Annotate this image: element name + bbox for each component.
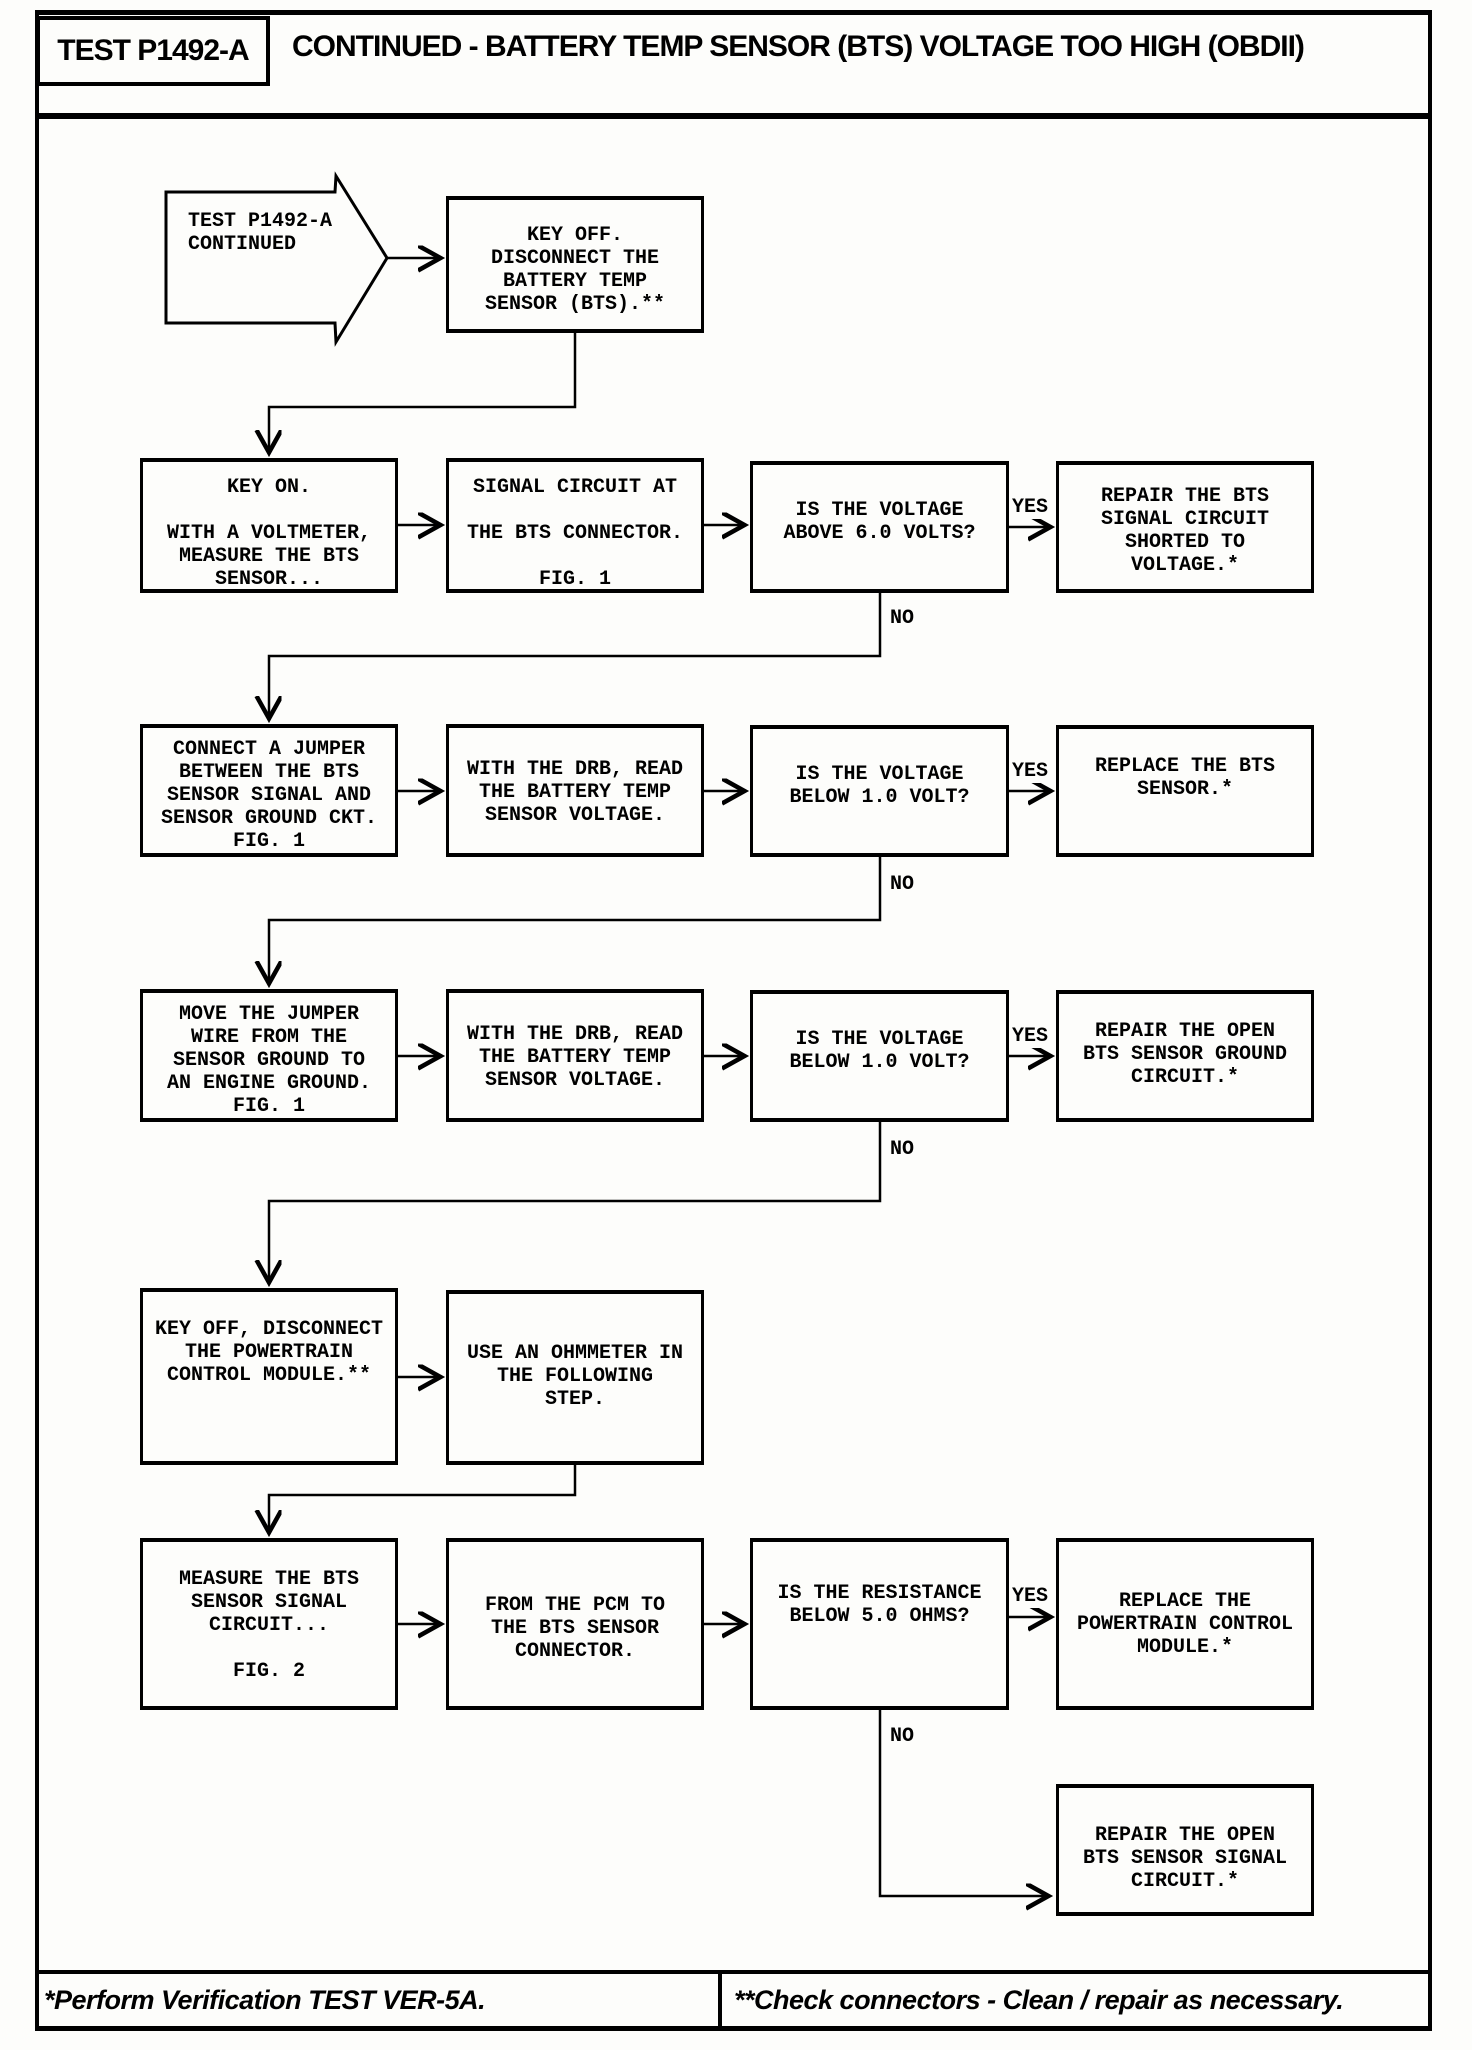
node-move-jumper: MOVE THE JUMPER WIRE FROM THE SENSOR GRO…	[140, 989, 398, 1122]
footer-note-connectors: **Check connectors - Clean / repair as n…	[734, 1984, 1344, 2015]
footer-bottom-line	[35, 2026, 1432, 2031]
node-measure-signal-circuit: MEASURE THE BTS SENSOR SIGNAL CIRCUIT...…	[140, 1538, 398, 1710]
no-label-r6: NO	[888, 1725, 917, 1748]
yes-label-r2: YES	[1010, 496, 1051, 519]
node-use-ohmmeter: USE AN OHMMETER IN THE FOLLOWING STEP.	[446, 1290, 704, 1465]
footer-divider	[718, 1970, 722, 2031]
elbow-r4-no	[269, 1122, 882, 1280]
node-signal-circuit: SIGNAL CIRCUIT AT THE BTS CONNECTOR. FIG…	[446, 458, 704, 593]
frame-top-line	[35, 10, 1432, 15]
test-id-label: TEST P1492-A	[57, 34, 249, 67]
footer-top-line	[35, 1970, 1432, 1974]
elbow-r3-no	[269, 857, 882, 981]
no-label-r4: NO	[888, 1138, 917, 1161]
page-title: CONTINUED - BATTERY TEMP SENSOR (BTS) VO…	[292, 30, 1305, 63]
frame-right-line	[1428, 10, 1432, 2031]
node-replace-pcm: REPLACE THE POWERTRAIN CONTROL MODULE.*	[1056, 1538, 1314, 1710]
node-drb-read-2: WITH THE DRB, READ THE BATTERY TEMP SENS…	[446, 989, 704, 1122]
no-label-r3: NO	[888, 873, 917, 896]
node-question-below-1v-b: IS THE VOLTAGE BELOW 1.0 VOLT?	[750, 990, 1009, 1122]
node-replace-bts-sensor: REPLACE THE BTS SENSOR.*	[1056, 725, 1314, 857]
node-key-on: KEY ON. WITH A VOLTMETER, MEASURE THE BT…	[140, 458, 398, 593]
node-repair-signal-circuit: REPAIR THE OPEN BTS SENSOR SIGNAL CIRCUI…	[1056, 1784, 1314, 1916]
node-key-off-pcm: KEY OFF, DISCONNECT THE POWERTRAIN CONTR…	[140, 1288, 398, 1465]
test-id-box: TEST P1492-A	[36, 16, 270, 86]
node-question-resistance: IS THE RESISTANCE BELOW 5.0 OHMS?	[750, 1538, 1009, 1710]
node-question-below-1v-a: IS THE VOLTAGE BELOW 1.0 VOLT?	[750, 725, 1009, 857]
node-start: TEST P1492-A CONTINUED	[188, 210, 333, 256]
node-connect-jumper: CONNECT A JUMPER BETWEEN THE BTS SENSOR …	[140, 724, 398, 857]
header-rule	[35, 113, 1432, 119]
node-repair-shorted-circuit: REPAIR THE BTS SIGNAL CIRCUIT SHORTED TO…	[1056, 461, 1314, 593]
node-from-pcm: FROM THE PCM TO THE BTS SENSOR CONNECTOR…	[446, 1538, 704, 1710]
node-question-voltage-above-6v: IS THE VOLTAGE ABOVE 6.0 VOLTS?	[750, 461, 1009, 593]
node-drb-read-1: WITH THE DRB, READ THE BATTERY TEMP SENS…	[446, 724, 704, 857]
footer-note-verification: *Perform Verification TEST VER-5A.	[44, 1984, 486, 2015]
frame-left-line	[35, 10, 39, 2031]
no-label-r2: NO	[888, 607, 917, 630]
node-repair-ground-circuit: REPAIR THE OPEN BTS SENSOR GROUND CIRCUI…	[1056, 990, 1314, 1122]
elbow-keyoff-to-keyon	[269, 333, 577, 450]
yes-label-r4: YES	[1010, 1025, 1051, 1048]
start-arrow-shape	[164, 171, 389, 347]
node-key-off: KEY OFF. DISCONNECT THE BATTERY TEMP SEN…	[446, 196, 704, 333]
elbow-r6-no	[878, 1710, 1046, 1896]
elbow-r2-no	[269, 593, 882, 716]
yes-label-r6: YES	[1010, 1585, 1051, 1608]
yes-label-r3: YES	[1010, 760, 1051, 783]
elbow-ohmmeter-to-measure	[269, 1465, 577, 1530]
